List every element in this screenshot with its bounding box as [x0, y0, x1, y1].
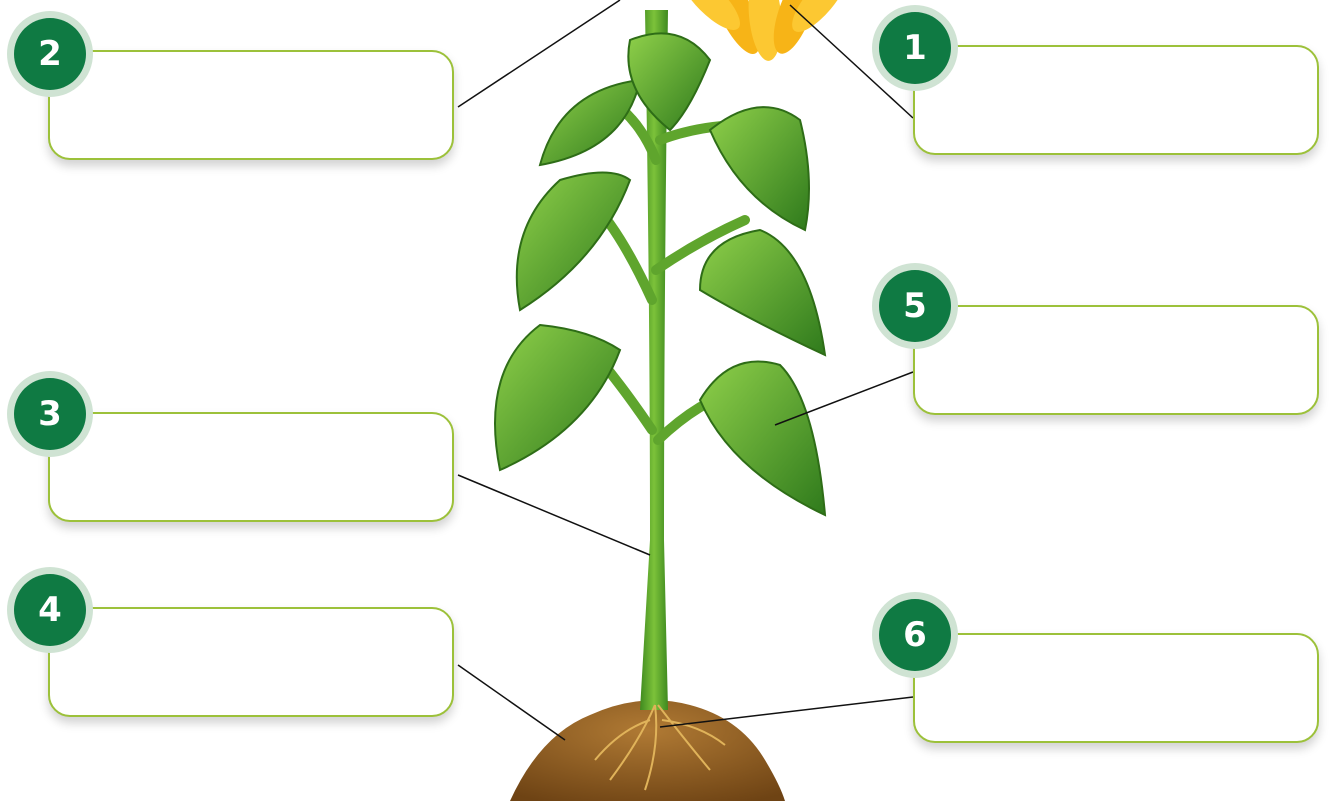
number-4: 4: [14, 574, 86, 646]
label-text-5: [915, 307, 1317, 413]
label-box-5[interactable]: [913, 305, 1319, 415]
leaf: [540, 80, 640, 165]
number-badge-1: 1: [872, 5, 958, 91]
number-3: 3: [14, 378, 86, 450]
number-badge-2: 2: [7, 11, 93, 97]
label-text-6: [915, 635, 1317, 741]
number-1: 1: [879, 12, 951, 84]
number-5: 5: [879, 270, 951, 342]
label-box-6[interactable]: [913, 633, 1319, 743]
label-text-2: [50, 52, 452, 158]
label-text-3: [50, 414, 452, 520]
leaf: [495, 325, 620, 470]
label-text-1: [915, 47, 1317, 153]
number-badge-3: 3: [7, 371, 93, 457]
leaf: [628, 33, 710, 130]
leaf: [700, 362, 825, 515]
label-text-4: [50, 609, 452, 715]
leaf: [517, 173, 630, 311]
label-box-4[interactable]: [48, 607, 454, 717]
label-box-3[interactable]: [48, 412, 454, 522]
number-badge-4: 4: [7, 567, 93, 653]
number-badge-5: 5: [872, 263, 958, 349]
leaf: [710, 107, 809, 230]
number-badge-6: 6: [872, 592, 958, 678]
label-box-2[interactable]: [48, 50, 454, 160]
number-2: 2: [14, 18, 86, 90]
number-6: 6: [879, 599, 951, 671]
leaf: [700, 230, 825, 355]
soil-mound: [510, 700, 785, 801]
label-box-1[interactable]: [913, 45, 1319, 155]
